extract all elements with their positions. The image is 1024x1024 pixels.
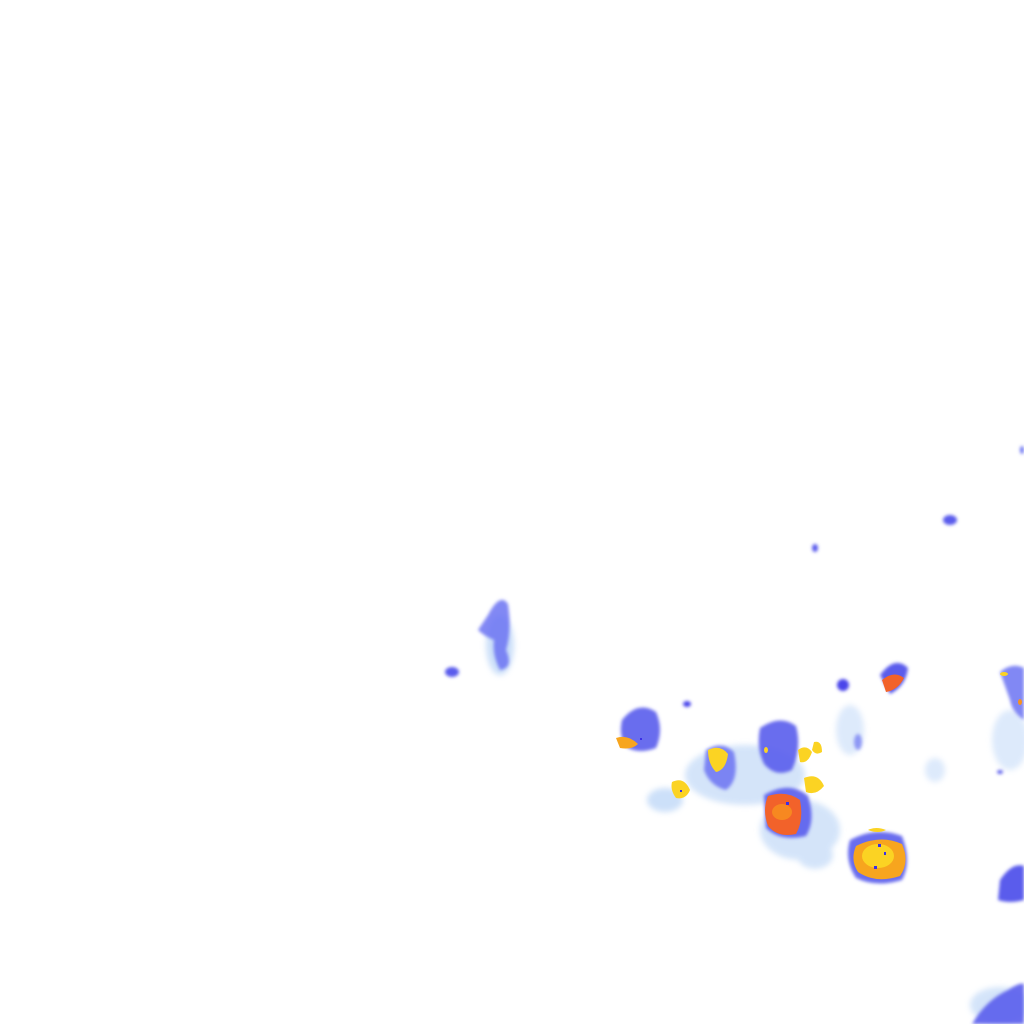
core-speckles [640,738,886,869]
heavy-precip-layer [616,672,1022,880]
